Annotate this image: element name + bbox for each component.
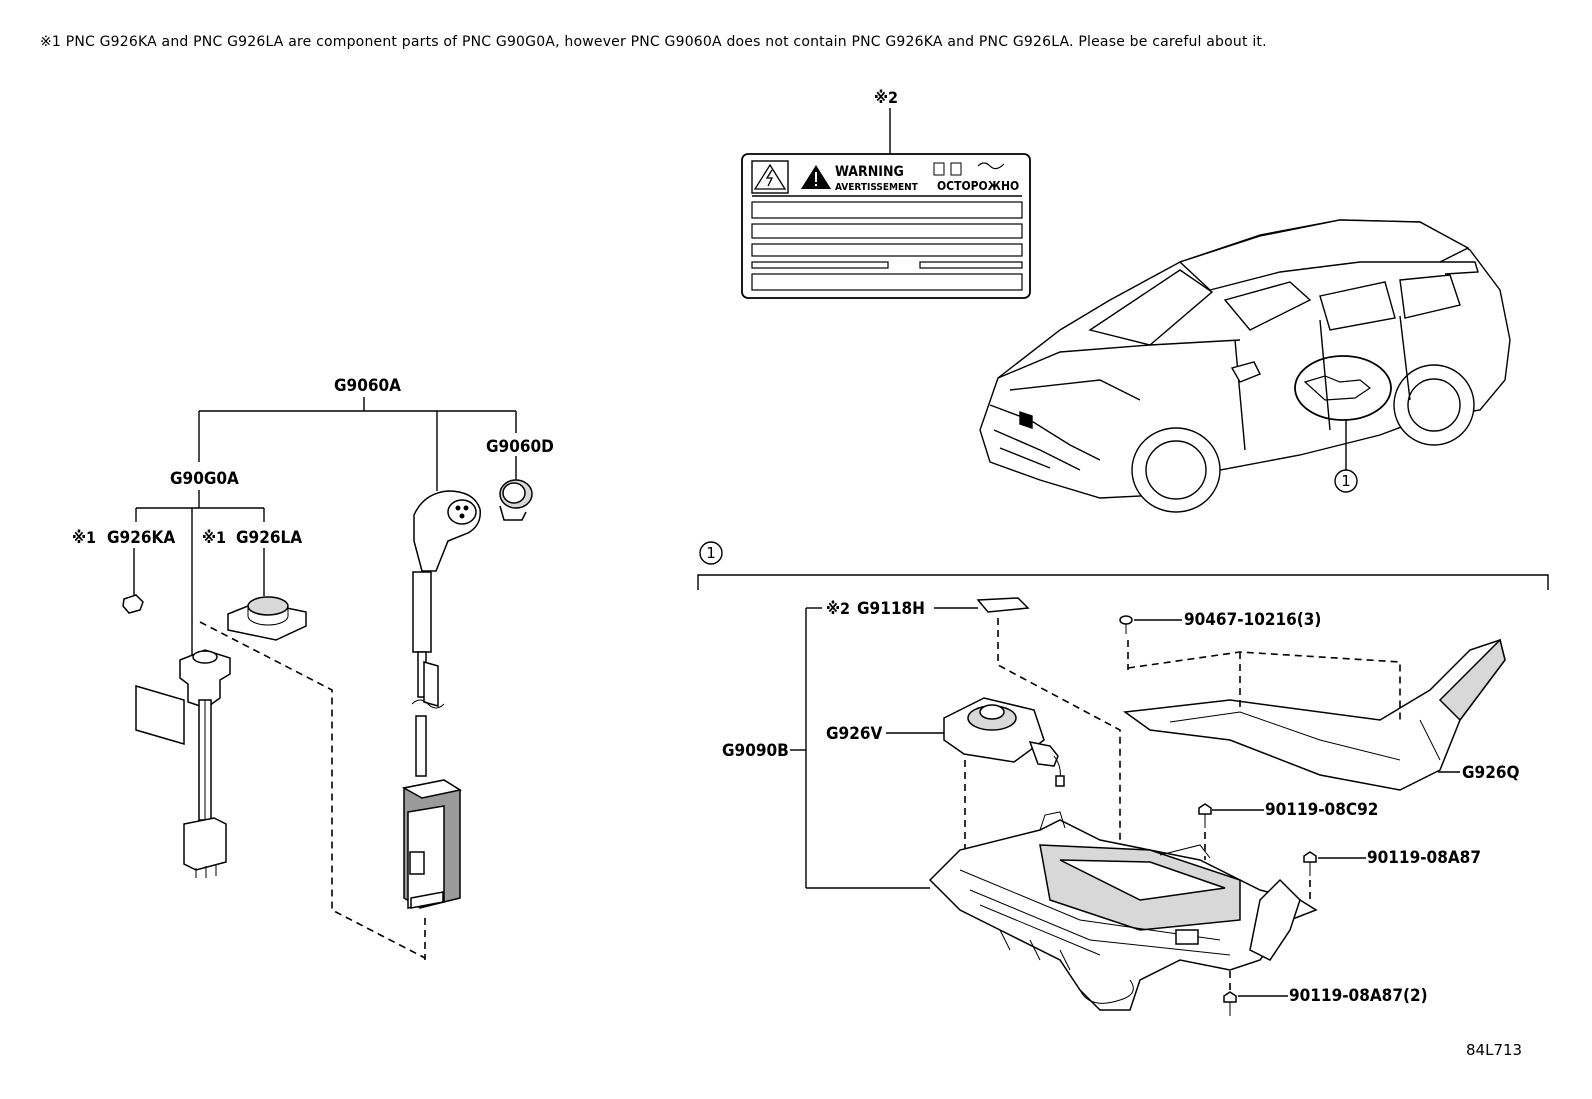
callout-number-section: 1	[706, 544, 716, 562]
ref2-mark-top: ※2	[874, 88, 898, 107]
callout-number-vehicle: 1	[1341, 472, 1351, 490]
diagram-id: 84L713	[1466, 1041, 1522, 1059]
g9118h-label-part	[976, 597, 1030, 613]
label-g926la[interactable]: G926LA	[236, 528, 302, 548]
label-bolt-08a87-2[interactable]: 90119-08A87(2)	[1289, 986, 1428, 1006]
g926ka-clip	[122, 594, 144, 614]
bolt-90119-08c92	[1198, 803, 1264, 860]
callout-circle-vehicle[interactable]	[1334, 469, 1358, 493]
charging-cable-tree: G9060A G9060D G90G0A ※1 G926KA ※1 G926LA	[72, 376, 554, 960]
charging-nozzle-cable	[401, 490, 481, 909]
vehicle-illustration	[979, 219, 1511, 513]
label-g90g0a[interactable]: G90G0A	[170, 469, 239, 489]
label-g926ka[interactable]: G926KA	[107, 528, 175, 548]
g926la-holder	[227, 596, 307, 641]
warning-label-block: ※2 WARNING AVERTISSEMENT ОСТОРОЖНО	[741, 88, 1031, 299]
electric-hazard-icon	[753, 163, 787, 190]
section-bracket	[697, 574, 1549, 590]
ref2-mark-bottom: ※2	[826, 599, 850, 618]
label-g9090b[interactable]: G9090B	[722, 741, 789, 761]
bolt-90119-08a87	[1303, 851, 1366, 904]
label-bolt-08c92[interactable]: 90119-08C92	[1265, 800, 1378, 820]
g9060d-ring	[499, 479, 533, 521]
ref1-mark-a: ※1	[72, 528, 96, 547]
label-g926v[interactable]: G926V	[826, 724, 882, 744]
label-bolt-90467[interactable]: 90467-10216(3)	[1184, 610, 1321, 630]
label-g9060a[interactable]: G9060A	[334, 376, 401, 396]
label-g926q[interactable]: G926Q	[1462, 763, 1519, 783]
callout-circle-section[interactable]	[699, 541, 723, 565]
g926q-cover	[1122, 638, 1506, 791]
assembly-section: 1 ※2 G9118H G9090B G926V	[697, 541, 1549, 1016]
label-g9060d[interactable]: G9060D	[486, 437, 554, 457]
warning-text: WARNING	[835, 164, 904, 180]
label-bolt-08a87[interactable]: 90119-08A87	[1367, 848, 1481, 868]
russian-warning-text: ОСТОРОЖНО	[937, 179, 1019, 193]
vehicle-connector	[135, 649, 231, 878]
label-g9118h[interactable]: G9118H	[857, 599, 925, 619]
bolt-90467	[1119, 615, 1182, 670]
g926v-inlet-module	[943, 697, 1065, 860]
charger-frame-assembly	[928, 811, 1318, 1011]
footnote-text: ※1 PNC G926KA and PNC G926LA are compone…	[40, 34, 1267, 50]
ref1-mark-b: ※1	[202, 528, 226, 547]
avertissement-text: AVERTISSEMENT	[835, 182, 919, 193]
